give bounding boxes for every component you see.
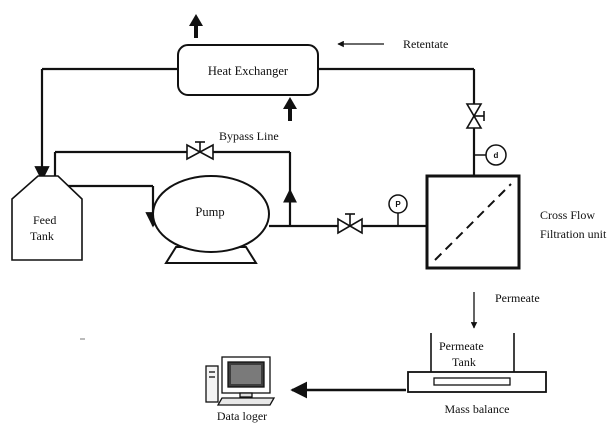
computer-icon bbox=[205, 356, 276, 406]
valve-icon bbox=[186, 141, 214, 161]
pump-label: Pump bbox=[195, 205, 224, 219]
heat-exchanger bbox=[177, 44, 319, 96]
pressure-gauge-icon: P bbox=[388, 194, 408, 214]
permeate-tank-label-2: Tank bbox=[452, 355, 476, 369]
arrow-up-icon bbox=[283, 97, 297, 121]
pump bbox=[152, 175, 270, 264]
valve-icon bbox=[465, 103, 485, 129]
heat-exchanger-label: Heat Exchanger bbox=[208, 64, 289, 78]
cross-flow-filtration-unit bbox=[425, 174, 521, 270]
feed-tank bbox=[11, 175, 83, 261]
cross-flow-label: Cross Flow bbox=[540, 208, 595, 222]
permeate-tank bbox=[430, 333, 515, 372]
mass-balance bbox=[407, 371, 547, 393]
pressure-gauge-icon: d bbox=[485, 144, 507, 166]
svg-text:d: d bbox=[494, 151, 499, 160]
mass-balance-label: Mass balance bbox=[445, 402, 510, 416]
bypass-line-label: Bypass Line bbox=[219, 129, 279, 143]
retentate-label: Retentate bbox=[403, 37, 448, 51]
data-logger-label: Data loger bbox=[217, 409, 267, 423]
svg-text:P: P bbox=[395, 200, 401, 209]
arrow-up-icon bbox=[189, 14, 203, 38]
permeate-label: Permeate bbox=[495, 291, 540, 305]
permeate-tank-label: Permeate bbox=[439, 339, 484, 353]
cross-flow-label-2: Filtration unit bbox=[540, 227, 607, 241]
feed-tank-label-2: Tank bbox=[30, 229, 54, 243]
piping bbox=[34, 67, 486, 228]
valve-icon bbox=[337, 213, 363, 235]
feed-tank-label: Feed bbox=[33, 213, 56, 227]
